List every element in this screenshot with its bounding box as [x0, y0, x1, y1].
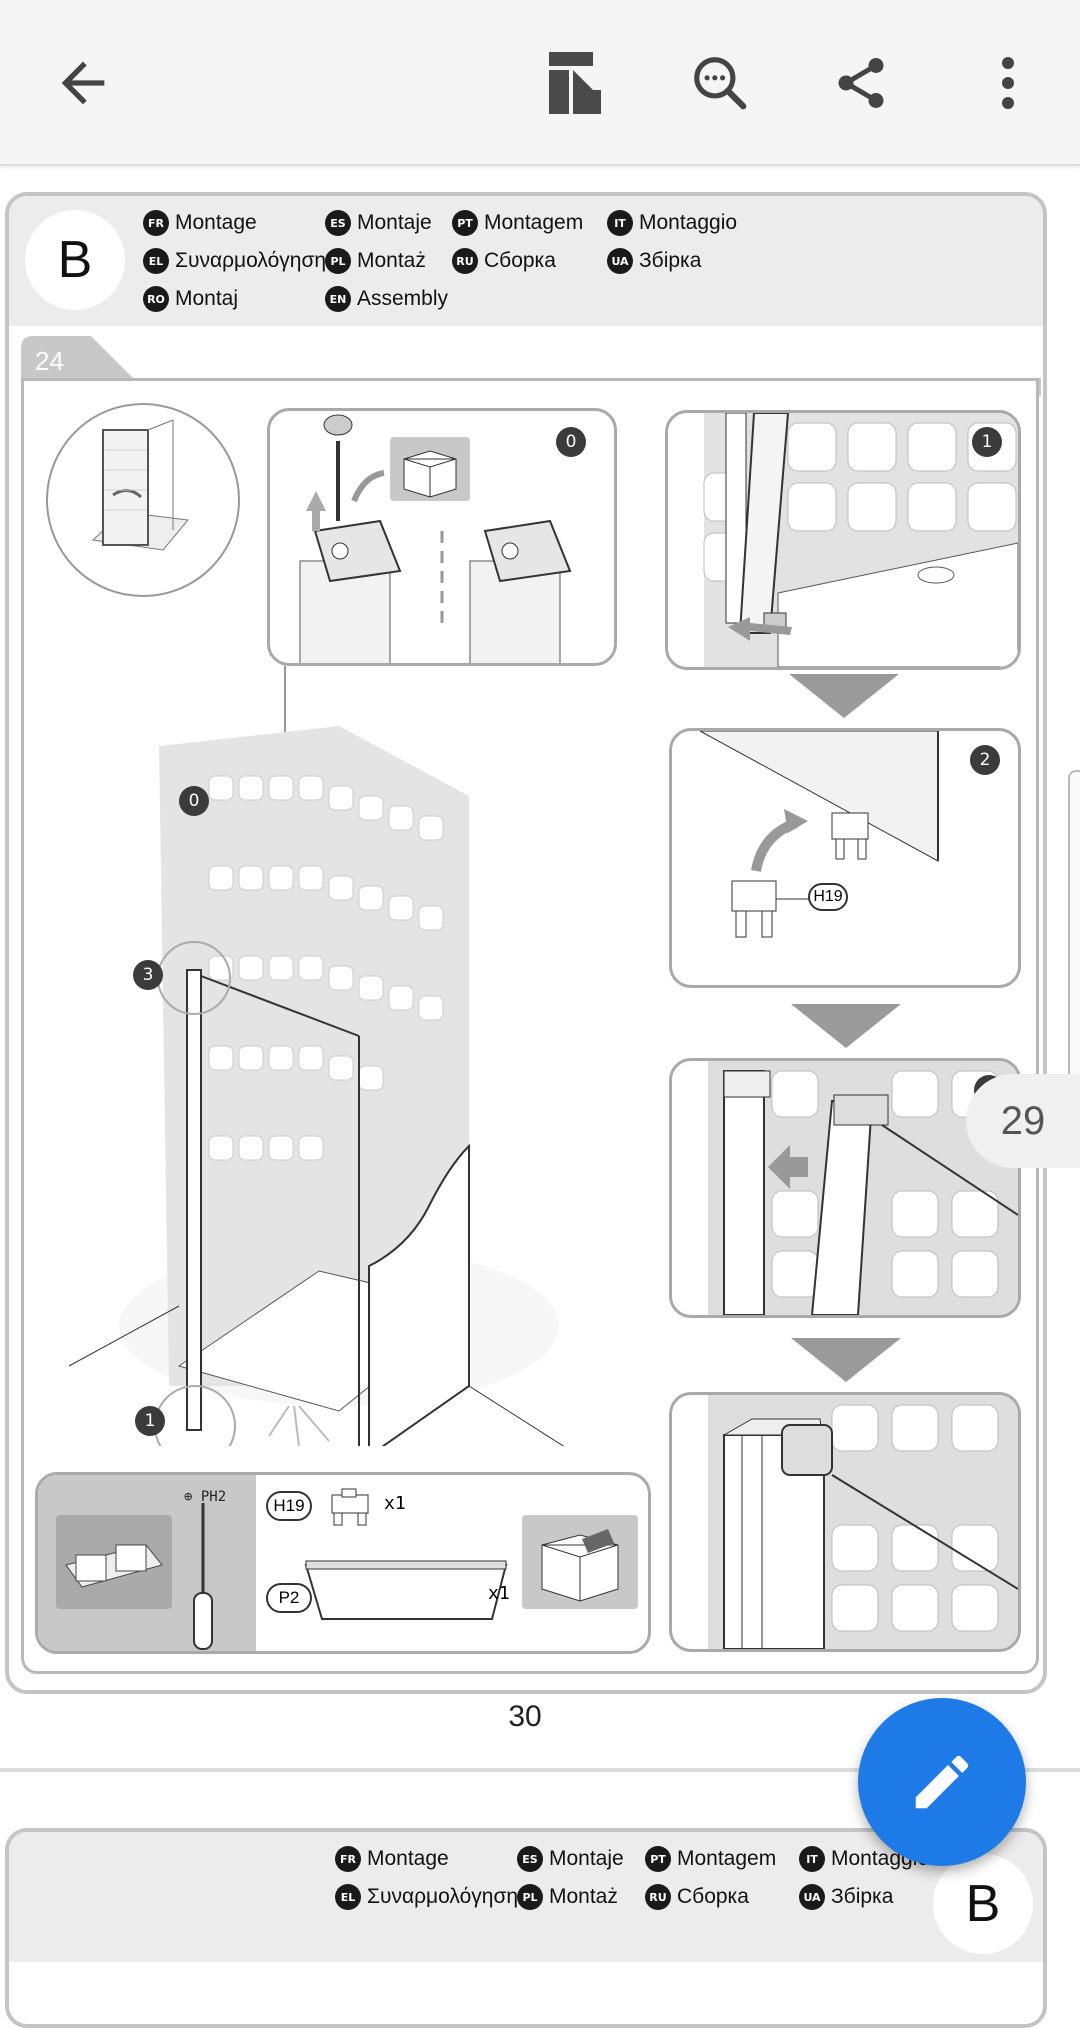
main-badge-0: 0	[179, 786, 209, 816]
more-options-button[interactable]	[963, 38, 1053, 128]
search-more-icon	[694, 57, 747, 110]
more-vertical-icon	[1002, 57, 1014, 109]
part-code-h19: H19	[266, 1491, 312, 1521]
clip-insert-illustration	[699, 731, 939, 938]
part-qty-p2: x1	[488, 1583, 510, 1604]
part-label-h19: H19	[808, 883, 848, 911]
instruction-panel-4	[669, 1392, 1021, 1652]
step-number: 24	[35, 346, 64, 376]
box-icon	[522, 1515, 638, 1609]
edit-fab-button[interactable]	[858, 1698, 1026, 1866]
share-icon	[838, 58, 884, 108]
instruction-panel-1: 1	[665, 410, 1021, 670]
search-button[interactable]	[675, 38, 765, 128]
section-letter: B	[933, 1854, 1033, 1954]
shower-assembly-illustration	[69, 666, 565, 1446]
share-button[interactable]	[816, 38, 906, 128]
document-outline-icon	[549, 52, 601, 114]
parts-box: ⊕ PH2 H19 x1 P2 x1	[35, 1472, 651, 1654]
back-button[interactable]	[38, 38, 128, 128]
main-badge-3: 3	[133, 960, 163, 990]
pencil-edit-icon	[915, 1755, 969, 1809]
part-code-p2: P2	[266, 1583, 312, 1613]
instruction-panel-3: 3	[669, 1058, 1021, 1318]
part-tray-icon	[56, 1515, 172, 1609]
instruction-panel-2: H19 2	[669, 728, 1021, 988]
step-badge-0: 0	[556, 427, 586, 457]
section-letter: B	[25, 210, 125, 310]
screw-removal-illustration	[299, 414, 572, 663]
clip-part-icon	[331, 1488, 369, 1526]
hinge-placement-illustration	[703, 413, 1018, 667]
page-indicator: 29	[966, 1074, 1080, 1168]
main-badge-1: 1	[135, 1406, 165, 1436]
toolbar	[0, 0, 1080, 166]
step-badge-1: 1	[972, 427, 1002, 457]
page-divider	[0, 1768, 1080, 1772]
instruction-panel-0: 0	[267, 408, 617, 666]
overview-thumbnail	[46, 403, 240, 597]
page-number: 30	[508, 1700, 542, 1733]
arrow-left-icon	[61, 61, 105, 105]
down-arrow-3	[791, 1338, 901, 1382]
page-header	[9, 196, 1043, 326]
screwdriver-icon	[193, 1503, 213, 1650]
part-qty-h19: x1	[384, 1493, 406, 1514]
door-fit-illustration	[708, 1061, 1018, 1315]
tool-label: ⊕ PH2	[184, 1489, 227, 1505]
outline-button[interactable]	[530, 38, 620, 128]
seal-profile-icon	[304, 1560, 508, 1620]
down-arrow-2	[791, 1004, 901, 1048]
down-arrow-1	[789, 674, 899, 718]
step-badge-2: 2	[970, 745, 1000, 775]
box-icon	[390, 437, 470, 501]
final-result-illustration	[708, 1395, 1018, 1649]
